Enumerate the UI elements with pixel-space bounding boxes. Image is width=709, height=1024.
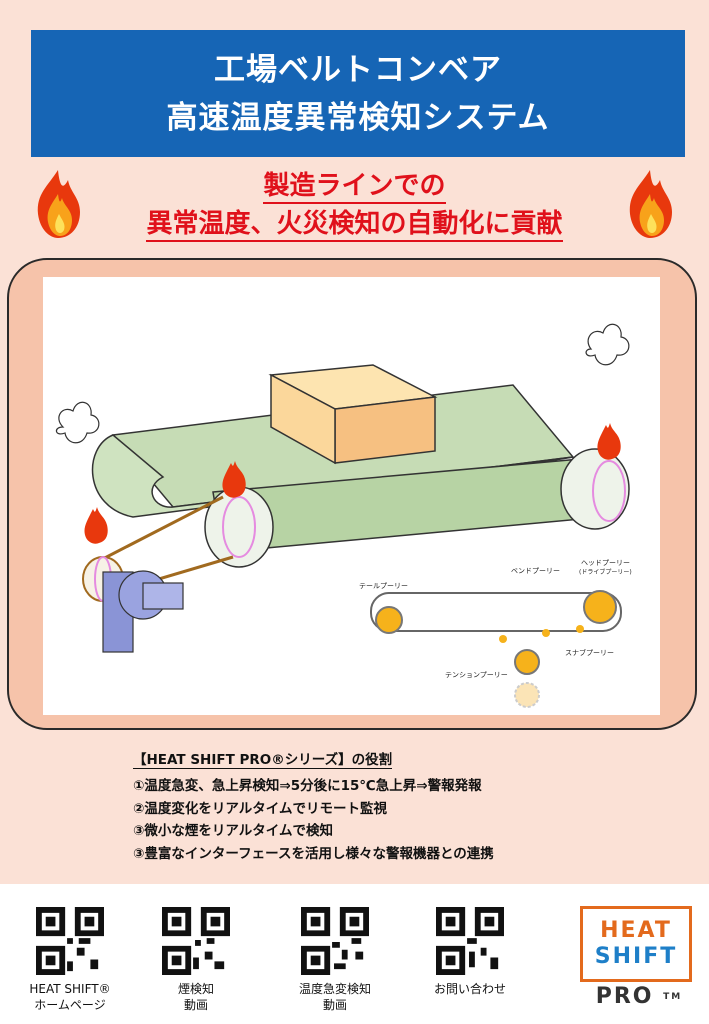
qr-label-2: 煙検知 bbox=[177, 982, 214, 996]
qr-label-1b: ホームページ bbox=[34, 998, 106, 1012]
qr-label-4: お問い合わせ bbox=[433, 982, 506, 996]
label-tension-pulley: テンションプーリー bbox=[445, 671, 508, 679]
qr-label-1: HEAT SHIFT® bbox=[29, 982, 111, 996]
qr-code-icon[interactable] bbox=[436, 907, 504, 975]
qr-homepage[interactable]: HEAT SHIFT® ホームページ bbox=[12, 907, 128, 1013]
roles-item-2: ②温度変化をリアルタイムでリモート監視 bbox=[133, 800, 388, 817]
roles-item-4: ③豊富なインターフェースを活用し様々な警報機器との連携 bbox=[133, 845, 494, 862]
qr-smoke-video[interactable]: 煙検知 動画 bbox=[146, 907, 246, 1013]
qr-code-icon[interactable] bbox=[301, 907, 369, 975]
qr-code-icon[interactable] bbox=[36, 907, 104, 975]
logo-box: HEAT SHIFT bbox=[580, 906, 692, 982]
logo-word-pro-text: PRO bbox=[595, 984, 654, 1009]
qr-label-2b: 動画 bbox=[183, 998, 208, 1012]
subtitle-line-1: 製造ラインでの bbox=[263, 171, 446, 204]
roles-item-3: ③微小な煙をリアルタイムで検知 bbox=[133, 823, 334, 839]
label-bend-pulley: ベンドプーリー bbox=[511, 567, 560, 575]
roles-item-1: ①温度急変、急上昇検知⇒5分後に15℃急上昇⇒警報発報 bbox=[133, 778, 482, 794]
label-snub-pulley: スナブプーリー bbox=[565, 648, 614, 657]
qr-label-3b: 動画 bbox=[322, 998, 347, 1012]
roles-heading: 【HEAT SHIFT PRO®シリーズ】の役割 bbox=[133, 748, 393, 769]
label-tail-pulley: テールプーリー bbox=[359, 582, 408, 590]
flame-icon bbox=[37, 170, 80, 238]
logo-tm: TM bbox=[663, 992, 683, 1002]
subtitle-line-2: 異常温度、火災検知の自動化に貢献 bbox=[146, 209, 563, 242]
qr-contact[interactable]: お問い合わせ bbox=[420, 907, 520, 997]
title-line-1: 工場ベルトコンベア bbox=[214, 51, 502, 88]
title-line-2: 高速温度異常検知システム bbox=[166, 99, 550, 136]
logo-word-pro: PRO TM bbox=[580, 984, 698, 1009]
heat-shift-pro-logo: HEAT SHIFT PRO TM bbox=[580, 906, 698, 1018]
label-head-pulley-sub: (ドライブプーリー) bbox=[579, 568, 632, 576]
qr-code-icon[interactable] bbox=[162, 907, 230, 975]
flame-icon bbox=[629, 170, 672, 238]
title-banner: 工場ベルトコンベア 高速温度異常検知システム bbox=[31, 30, 685, 157]
qr-temp-video[interactable]: 温度急変検知 動画 bbox=[280, 907, 390, 1013]
conveyor-illustration: テールプーリー ベンドプーリー ヘッドプーリー (ドライブプーリー) スナブプー… bbox=[43, 277, 660, 715]
qr-label-3: 温度急変検知 bbox=[298, 982, 371, 996]
roles-section: 【HEAT SHIFT PRO®シリーズ】の役割 ①温度急変、急上昇検知⇒5分後… bbox=[133, 748, 653, 865]
logo-word-heat: HEAT bbox=[600, 918, 672, 943]
logo-word-shift: SHIFT bbox=[594, 944, 678, 969]
subtitle: 製造ラインでの 異常温度、火災検知の自動化に貢献 bbox=[0, 167, 709, 243]
label-head-pulley: ヘッドプーリー bbox=[581, 559, 630, 567]
